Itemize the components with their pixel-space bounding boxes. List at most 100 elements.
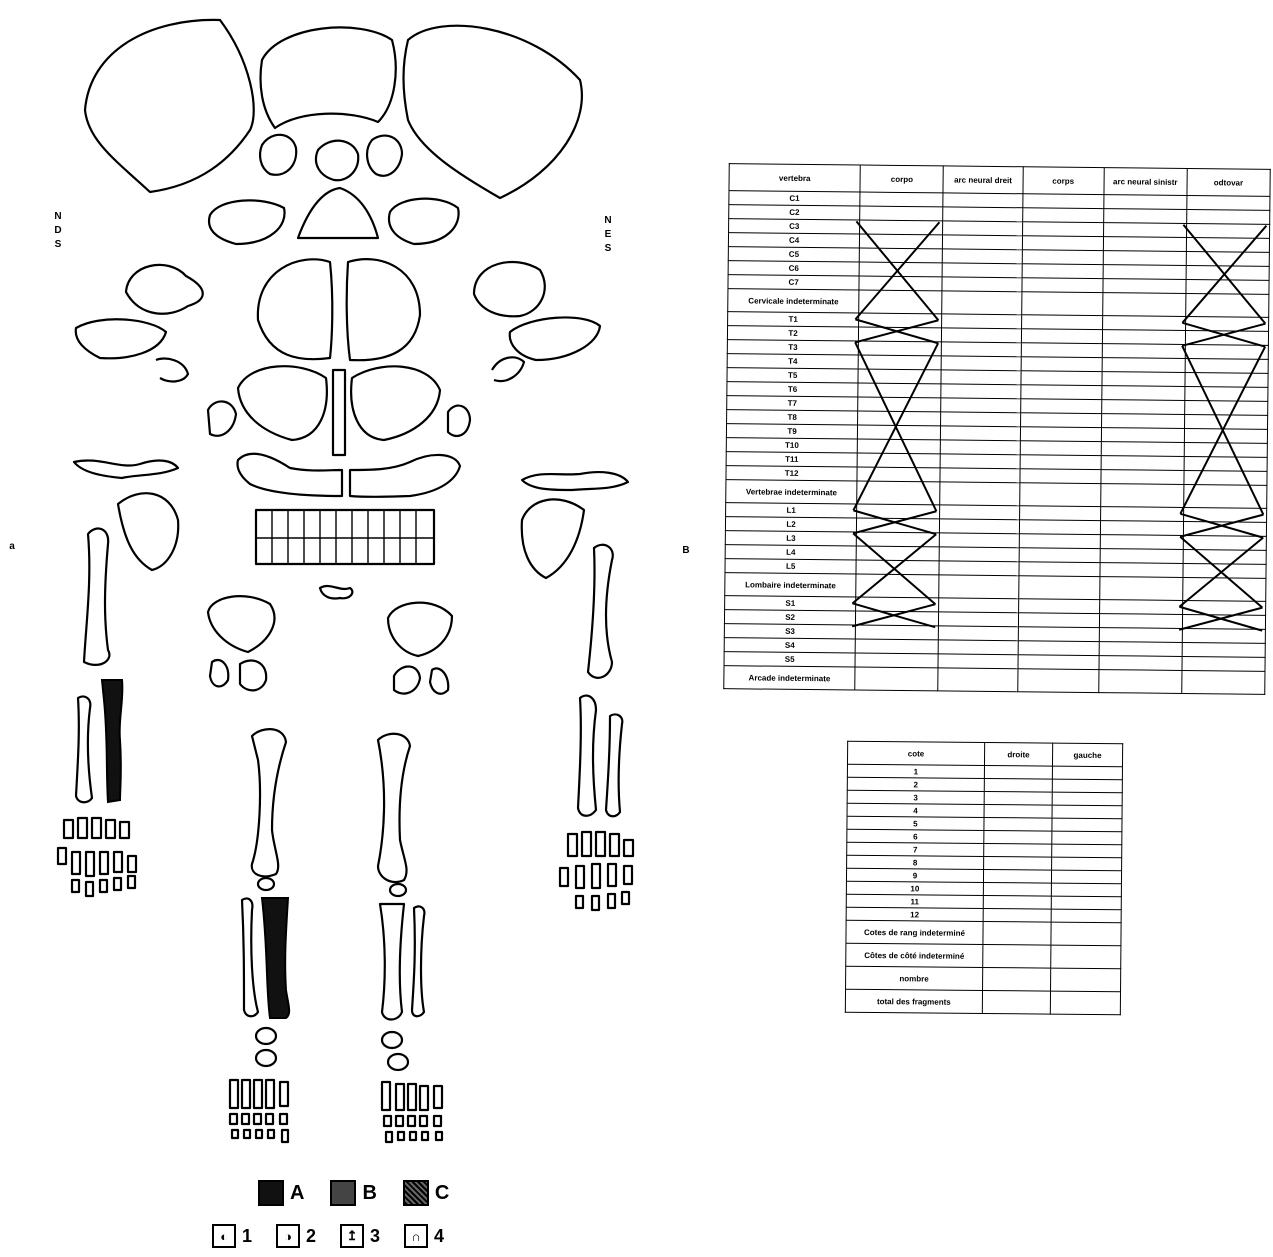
vertebra-cell (1101, 442, 1184, 457)
rib-cell (983, 944, 1051, 968)
vertebra-cell (858, 425, 941, 440)
vertebra-cell (1183, 507, 1266, 522)
vertebra-cell (939, 640, 1018, 655)
left-tibia-highlighted (262, 898, 289, 1018)
vertebra-cell (1098, 670, 1181, 694)
vertebra-cell (857, 467, 940, 482)
vertebra-cell (1182, 642, 1265, 657)
vertebra-cell (1186, 251, 1269, 266)
vertebra-cell (856, 611, 939, 626)
vertebra-cell (1184, 442, 1267, 457)
rib-mark-cell (1052, 805, 1122, 819)
vertebra-cell (858, 369, 941, 384)
vertebra-cell (856, 574, 939, 598)
vertebra-cell (1022, 194, 1103, 209)
right-temporal-fragment (389, 199, 459, 244)
rib-label-cell: 8 (847, 855, 984, 869)
left-temporal-bone (126, 265, 203, 314)
right-tympanic-ring (492, 357, 524, 381)
rib-mark-cell (1051, 896, 1121, 910)
vertebra-cell (1183, 521, 1266, 536)
vertebra-label-cell: S2 (724, 610, 855, 625)
rib-cell (984, 830, 1052, 844)
rib-cell (984, 856, 1052, 870)
right-temporal-bone (474, 262, 545, 316)
vertebra-cell (938, 654, 1017, 669)
vertebra-label-cell: S1 (725, 596, 856, 611)
header-cell: corps (1022, 167, 1103, 195)
vertebra-cell (1186, 223, 1269, 238)
vertebra-cell (860, 220, 943, 235)
occipital-bone (261, 27, 396, 128)
vertebra-cell (1100, 535, 1183, 550)
vertebra-cell (1017, 669, 1098, 693)
vertebra-cell (942, 314, 1021, 329)
vertebra-cell (1099, 628, 1182, 643)
vertebra-label-cell: T4 (727, 354, 858, 369)
vertebra-cell (1019, 469, 1100, 484)
left-talus (256, 1028, 276, 1044)
vertebra-cell (859, 313, 942, 328)
vertebra-cell (1099, 614, 1182, 629)
vertebra-cell (1019, 483, 1100, 507)
vertebra-cell (859, 327, 942, 342)
rib-cell (983, 921, 1051, 945)
vertebra-cell (1099, 600, 1182, 615)
vertebra-cell (1185, 372, 1268, 387)
vertebra-cell (943, 235, 1022, 250)
vertebra-cell (942, 291, 1021, 315)
rib-label-cell: 5 (847, 816, 984, 830)
right-radius (578, 696, 596, 816)
vertebra-cell (1021, 343, 1102, 358)
left-hand-bones (58, 818, 136, 896)
right-frontal-bone (347, 259, 420, 360)
vertebra-cell (1186, 209, 1269, 224)
vertebra-cell (1100, 563, 1183, 578)
vertebra-cell (856, 560, 939, 575)
right-zygomatic (448, 406, 470, 436)
header-cell: cote (847, 741, 984, 765)
vertebra-cell (1185, 358, 1268, 373)
left-maxilla (238, 366, 327, 440)
vertebra-cell (1099, 642, 1182, 657)
shade-a-swatch (258, 1180, 284, 1206)
vertebra-label-cell: Arcade indeterminate (724, 666, 855, 690)
rib-label-cell: 12 (846, 907, 983, 921)
vertebra-cell (855, 639, 938, 654)
vertebra-cell (1102, 330, 1185, 345)
vertebra-cell (1183, 563, 1266, 578)
vertebra-cell (1183, 577, 1266, 601)
right-orbit-fragment (367, 136, 402, 176)
vertebra-cell (860, 192, 943, 207)
rib-table-header: cote droite gauche (847, 741, 1122, 766)
vertebra-cell (1184, 456, 1267, 471)
vertebra-cell (1100, 507, 1183, 522)
vertebra-cell (1103, 223, 1186, 238)
vertebra-cell (1102, 293, 1185, 317)
vertebra-cell (943, 207, 1022, 222)
vertebra-cell (1186, 237, 1269, 252)
vertebra-cell (1186, 279, 1269, 294)
rib-cell (984, 843, 1052, 857)
vertebra-cell (1021, 357, 1102, 372)
right-parietal-bone (404, 26, 582, 198)
legend-icon-3: ↥ (340, 1224, 364, 1248)
rib-cell (984, 817, 1052, 831)
right-talus (382, 1032, 402, 1048)
vertebra-cell (858, 411, 941, 426)
vertebra-cell (1022, 264, 1103, 279)
vertebra-cell (1102, 358, 1185, 373)
left-zygomatic (208, 401, 236, 435)
legend-number-3: 3 (370, 1226, 380, 1247)
vertebra-cell (1185, 344, 1268, 359)
vertebra-cell (1022, 222, 1103, 237)
vertebra-cell (1099, 577, 1182, 601)
vertebra-cell (1102, 316, 1185, 331)
vertebra-cell (940, 454, 1019, 469)
legend-icon-2: ◑ (276, 1224, 300, 1248)
right-ulna (606, 714, 622, 816)
vertebra-label-cell: S5 (724, 652, 855, 667)
sphenoid-bone (298, 188, 378, 238)
vertebra-label-cell: T1 (728, 312, 859, 327)
